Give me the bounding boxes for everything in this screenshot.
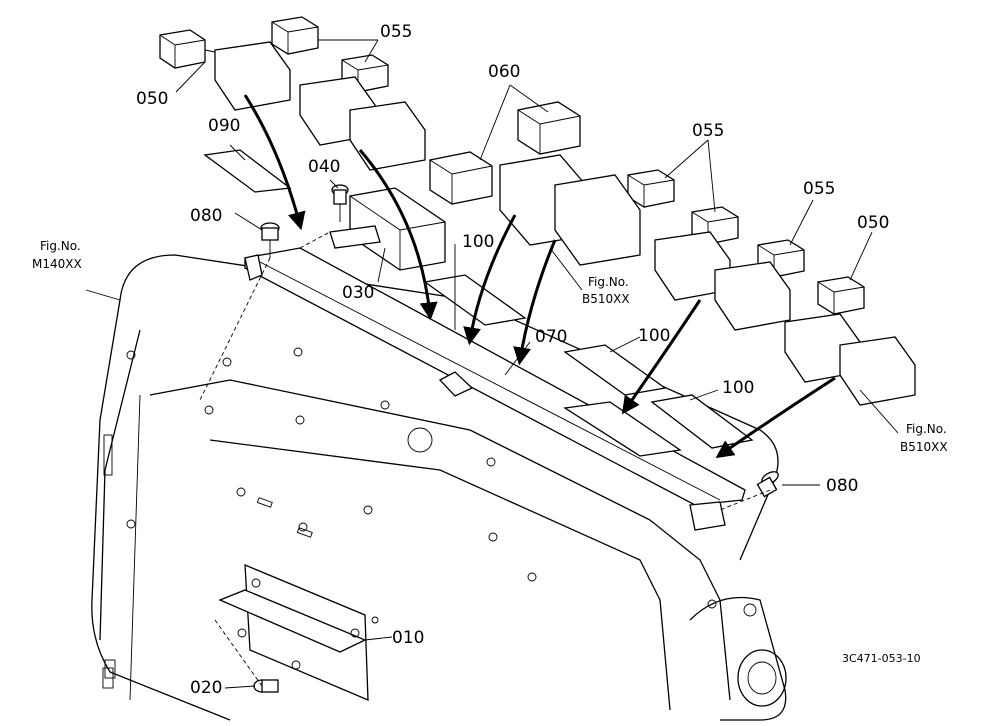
panel-housing <box>91 254 787 721</box>
fig-m140-label: Fig.No. <box>40 239 81 253</box>
bolt-080-left <box>260 222 280 258</box>
solenoid-055-top <box>271 16 319 55</box>
plate-100-a <box>423 274 527 326</box>
callout-055-mid: 055 <box>692 121 724 141</box>
solenoid-050-left <box>159 29 216 69</box>
callout-030: 030 <box>342 283 374 303</box>
fig-m140-code: M140XX <box>32 257 82 271</box>
callout-labels: 050 055 060 055 055 050 090 040 080 030 … <box>136 22 889 698</box>
assembly-arrows <box>243 94 836 459</box>
plate-100-b <box>563 344 667 396</box>
callout-080-left: 080 <box>190 206 222 226</box>
figure-references: Fig.No. M140XX Fig.No. B510XX Fig.No. B5… <box>32 239 948 454</box>
callout-090: 090 <box>208 116 240 136</box>
callout-050-left: 050 <box>136 89 168 109</box>
fig-b510-mid-code: B510XX <box>582 292 630 306</box>
callout-100-c: 100 <box>722 378 754 398</box>
callout-100-b: 100 <box>638 326 670 346</box>
bolt-020 <box>253 679 279 693</box>
callout-070: 070 <box>535 327 567 347</box>
fig-b510-right-code: B510XX <box>900 440 948 454</box>
callout-060: 060 <box>488 62 520 82</box>
bolt-080-right <box>756 471 779 498</box>
solenoid-050-right <box>817 276 865 315</box>
bracket-010 <box>218 564 379 701</box>
fig-b510-mid-label: Fig.No. <box>588 275 629 289</box>
callout-020: 020 <box>190 678 222 698</box>
fig-b510-right-label: Fig.No. <box>906 422 947 436</box>
callout-040: 040 <box>308 157 340 177</box>
solenoid-060-bottom <box>429 151 493 205</box>
drawing-code: 3C471-053-10 <box>842 652 921 665</box>
plate-100-c <box>650 394 754 449</box>
callout-055-right: 055 <box>803 179 835 199</box>
callout-100-a: 100 <box>462 232 494 252</box>
callout-080-right: 080 <box>826 476 858 496</box>
callout-050-right: 050 <box>857 213 889 233</box>
screw-040 <box>331 184 349 222</box>
gasket-plates <box>203 149 754 457</box>
callout-055-top: 055 <box>380 22 412 42</box>
panel-holes <box>126 347 757 617</box>
leader-lines <box>85 39 899 689</box>
solenoid-060-top <box>517 101 581 155</box>
callout-010: 010 <box>392 628 424 648</box>
relay-030 <box>329 187 446 271</box>
valve-blocks <box>214 41 916 406</box>
